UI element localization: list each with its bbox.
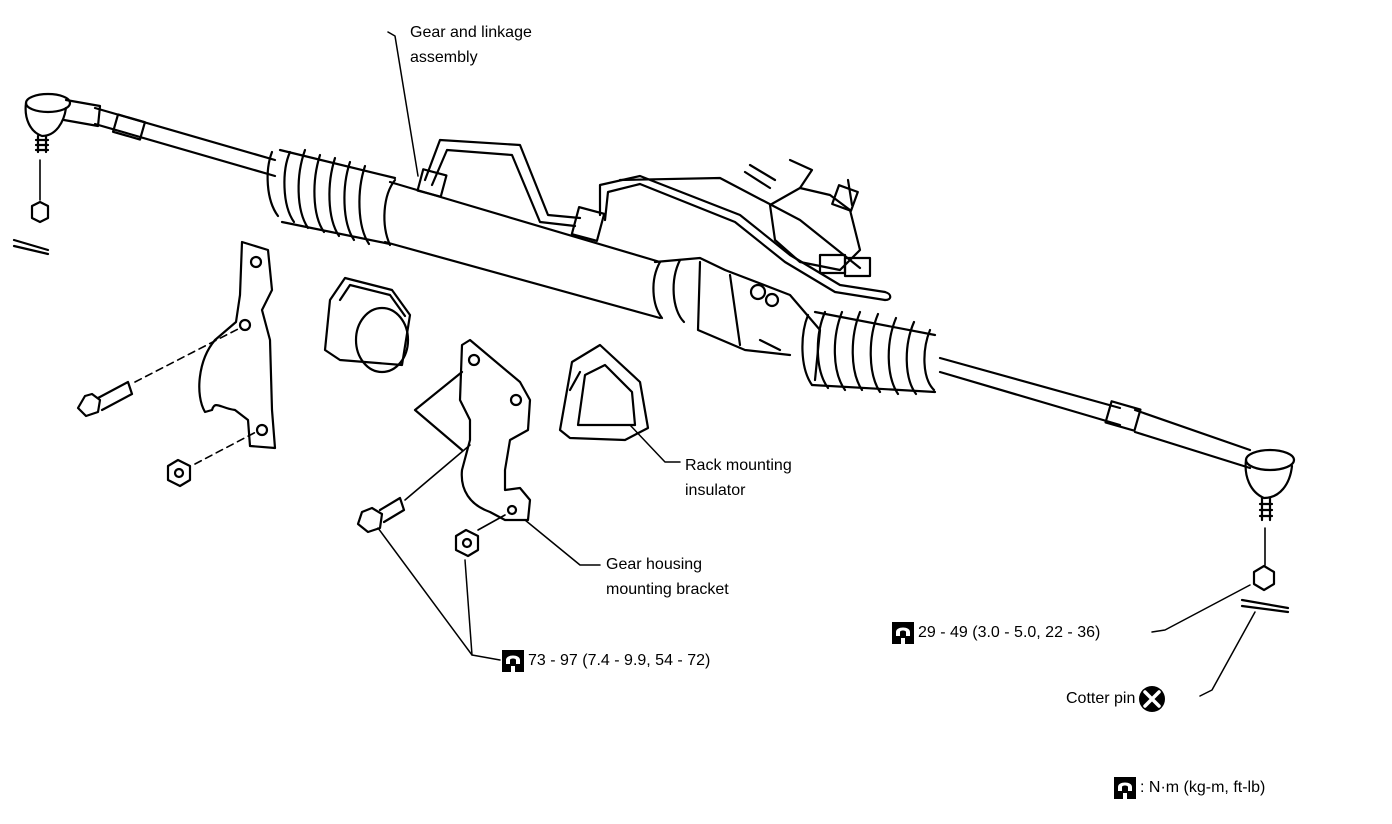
hydraulic-lines [416, 138, 892, 302]
valve-body [743, 158, 872, 278]
torque-wrench-icon [1114, 776, 1136, 799]
left-mounting-bracket [76, 240, 277, 488]
rack-insulator-label: Rack mounting insulator [685, 453, 792, 503]
rack-insulator-line1: Rack mounting [685, 457, 792, 474]
cotter-pin-label: Cotter pin [1066, 684, 1167, 714]
torque-spec-bracket: 73 - 97 (7.4 - 9.9, 54 - 72) [502, 648, 710, 673]
torque-tie-rod-value: 29 - 49 (3.0 - 5.0, 22 - 36) [918, 624, 1101, 641]
left-rack-insulator [323, 276, 412, 374]
rack-insulator-line2: insulator [685, 482, 746, 499]
torque-spec-tie-rod: 29 - 49 (3.0 - 5.0, 22 - 36) [892, 620, 1100, 645]
right-tie-rod-end [1240, 448, 1296, 614]
cotter-pin-text: Cotter pin [1066, 690, 1136, 708]
always-replace-icon [1139, 686, 1166, 712]
right-boot [801, 310, 937, 396]
legend: : N·m (kg-m, ft-lb) [1114, 775, 1265, 800]
rack-assembly [93, 106, 1252, 470]
gear-housing [652, 256, 822, 382]
torque-wrench-icon [892, 621, 914, 644]
left-boot [266, 148, 397, 246]
leader-lines [377, 31, 1256, 697]
gear-housing-mounting-bracket [356, 338, 532, 558]
torque-wrench-icon [502, 649, 524, 672]
gear-bracket-line1: Gear housing [606, 556, 703, 573]
left-tie-rod-end [12, 92, 102, 256]
gear-bracket-label: Gear housing mounting bracket [606, 552, 729, 602]
legend-units: : N·m (kg-m, ft-lb) [1140, 779, 1266, 796]
gear-bracket-line2: mounting bracket [606, 581, 729, 598]
gear-linkage-label: Gear and linkage assembly [410, 20, 532, 70]
right-rack-insulator [558, 343, 650, 442]
torque-bracket-value: 73 - 97 (7.4 - 9.9, 54 - 72) [528, 652, 711, 669]
gear-linkage-line1: Gear and linkage [410, 24, 532, 41]
gear-linkage-line2: assembly [410, 49, 478, 66]
